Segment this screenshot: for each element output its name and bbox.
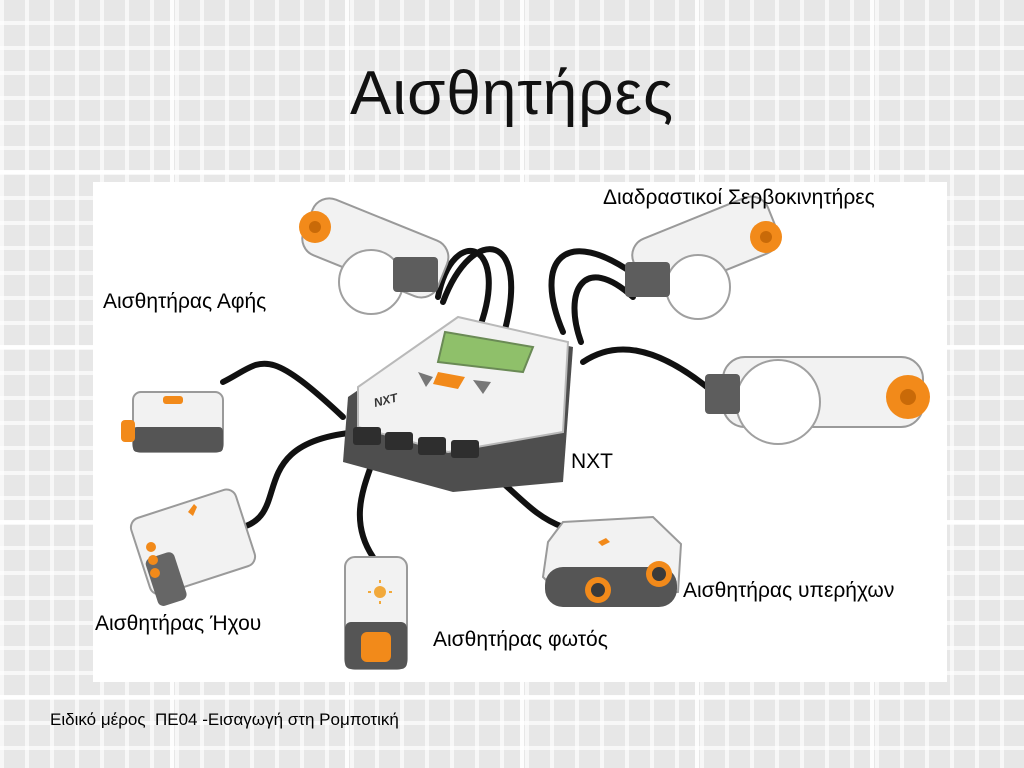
label-ultrasonic-sensor: Αισθητήρας υπερήχων — [683, 579, 895, 602]
light-sensor — [344, 556, 408, 670]
nxt-sensors-diagram: NXT — [93, 182, 947, 682]
nxt-kit-illustration: NXT — [121, 195, 930, 670]
nxt-logo: NXT — [372, 390, 400, 410]
ultrasonic-sensor — [541, 515, 683, 607]
background-grid-line — [0, 170, 1024, 174]
sound-sensor — [129, 488, 257, 606]
label-nxt: NXT — [571, 450, 613, 473]
label-sound-sensor: Αισθητήρας Ήχου — [95, 612, 262, 635]
background-grid-line — [0, 695, 1024, 699]
label-servo-motors: Διαδραστικοί Σερβοκινητήρες — [603, 186, 875, 209]
touch-sensor — [121, 391, 224, 453]
slide-title: Αισθητήρες — [349, 59, 675, 128]
slide-footer: Ειδικό μέρος ΠΕ04 -Εισαγωγή στη Ρομποτικ… — [50, 710, 399, 729]
servo-motor-top-left — [299, 197, 450, 315]
servo-motor-top-right — [625, 195, 782, 320]
nxt-brick: NXT — [343, 315, 573, 492]
label-light-sensor: Αισθητήρας φωτός — [433, 628, 608, 651]
servo-motor-right — [705, 356, 930, 445]
label-touch-sensor: Αισθητήρας Αφής — [103, 290, 267, 313]
